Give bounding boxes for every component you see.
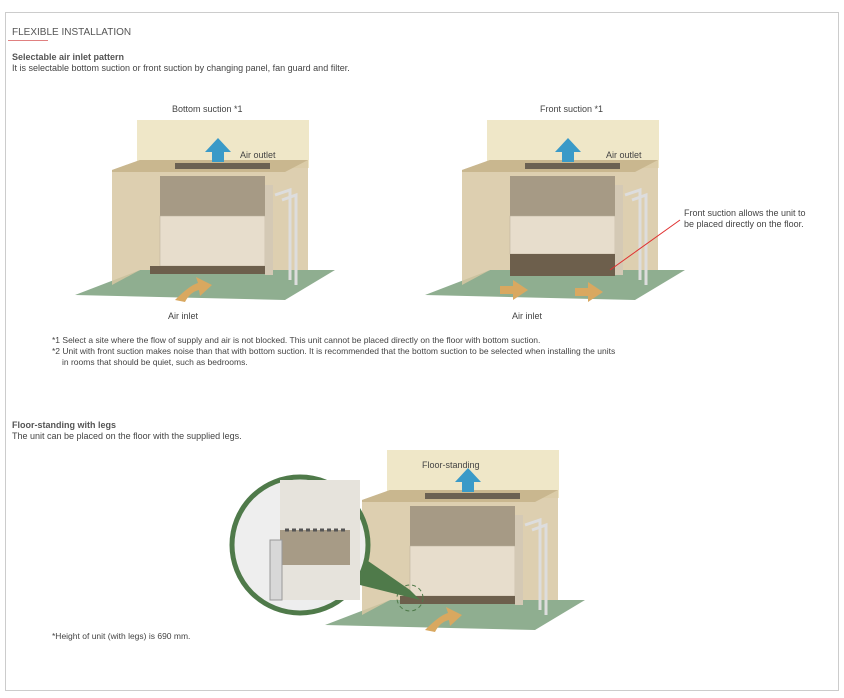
unit-grille (410, 506, 515, 546)
note-1: *1 Select a site where the flow of suppl… (52, 335, 541, 345)
section-title: FLEXIBLE INSTALLATION (12, 27, 132, 38)
floor-standing-label: Floor-standing (422, 460, 480, 470)
zoom-detail-circle (229, 474, 424, 616)
unit-grille (160, 176, 265, 216)
unit-panel (409, 545, 516, 597)
front-intake (510, 254, 615, 276)
legs-heading: Floor-standing with legs (12, 420, 116, 430)
content-frame (5, 12, 839, 691)
callout-line-1: Front suction allows the unit to (684, 208, 806, 218)
unit-panel (509, 215, 616, 255)
inlet-arrow-icon (500, 280, 528, 300)
legs-desc: The unit can be placed on the floor with… (12, 431, 242, 441)
front-air-inlet-label: Air inlet (512, 311, 543, 321)
unit-grille (510, 176, 615, 216)
floor-standing-illustration (325, 450, 585, 632)
front-suction-title: Front suction *1 (540, 104, 604, 114)
note-2-cont: in rooms that should be quiet, such as b… (62, 357, 248, 367)
inlet-arrow-icon (425, 607, 462, 632)
front-suction-illustration (425, 120, 685, 302)
inlet-heading: Selectable air inlet pattern (12, 52, 125, 62)
outlet-arrow-icon (205, 138, 231, 162)
front-air-outlet-label: Air outlet (606, 150, 642, 160)
bottom-air-inlet-label: Air inlet (168, 311, 199, 321)
inlet-arrow-icon (175, 277, 212, 302)
title-underline (8, 40, 48, 41)
outlet-arrow-icon (455, 468, 481, 492)
bottom-suction-illustration (75, 120, 335, 302)
height-note: *Height of unit (with legs) is 690 mm. (52, 631, 191, 641)
outlet-arrow-icon (555, 138, 581, 162)
callout-line (609, 219, 681, 271)
bottom-air-outlet-label: Air outlet (240, 150, 276, 160)
inlet-desc: It is selectable bottom suction or front… (12, 63, 350, 73)
floor (425, 270, 685, 300)
unit-panel (159, 215, 266, 267)
note-2: *2 Unit with front suction makes noise t… (52, 346, 616, 356)
inlet-arrow-icon (575, 282, 603, 302)
callout-line-2: be placed directly on the floor. (684, 219, 804, 229)
bottom-suction-title: Bottom suction *1 (172, 104, 243, 114)
